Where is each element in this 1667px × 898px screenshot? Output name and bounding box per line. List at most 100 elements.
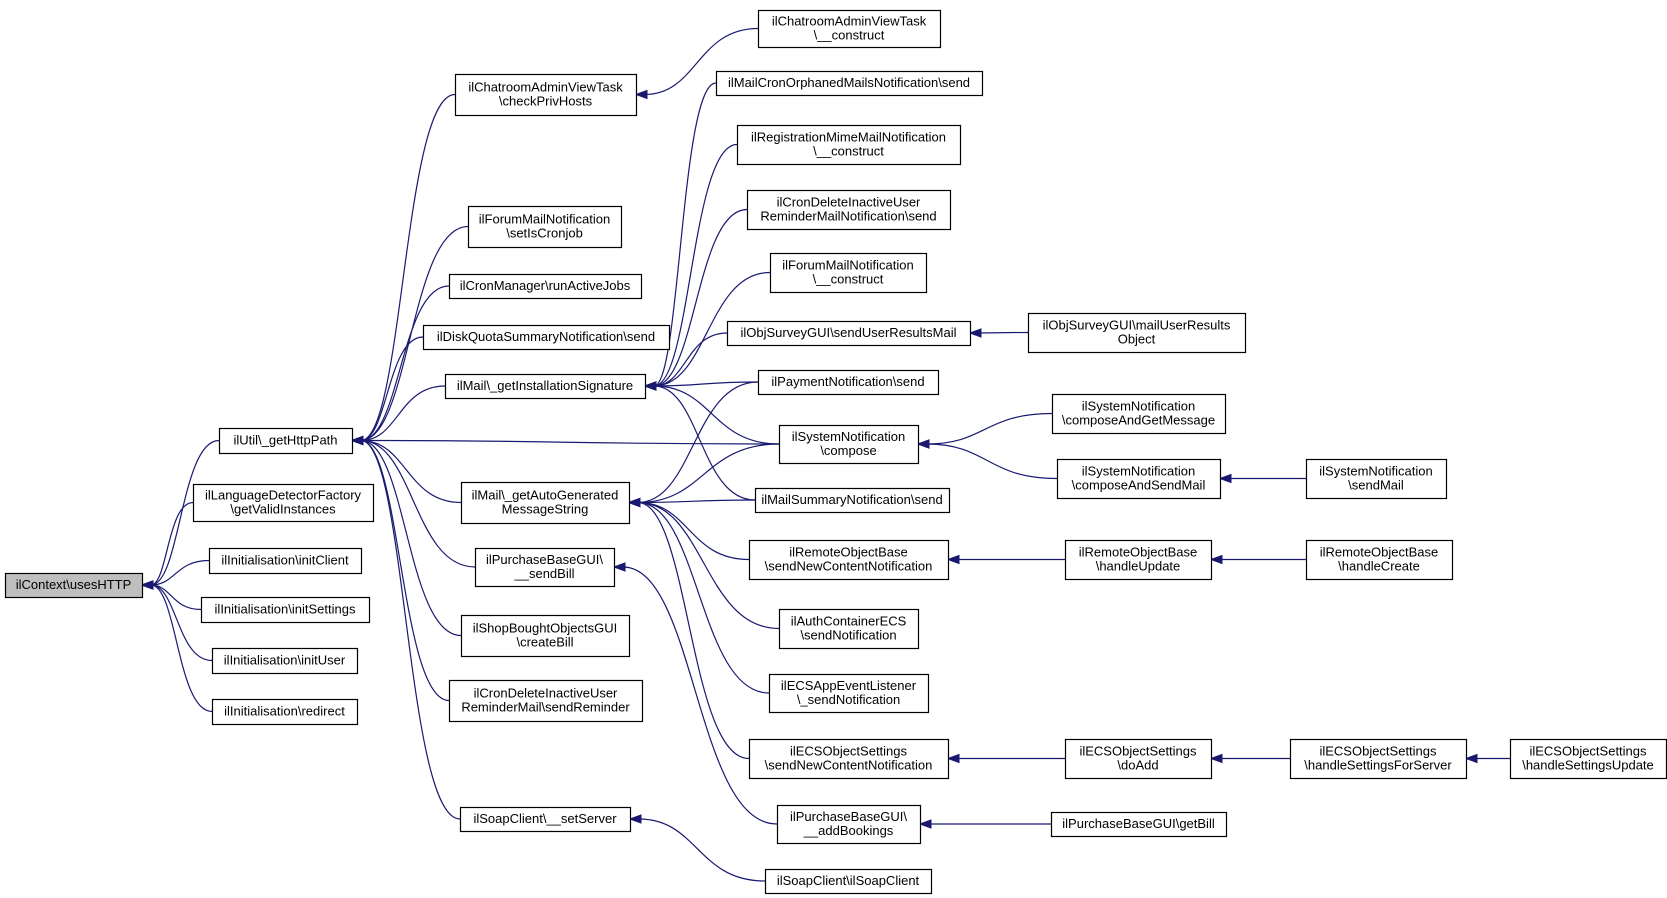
node-box [200,596,371,624]
node-handleCreate[interactable]: ilRemoteObjectBase\handleCreate [1305,539,1454,581]
node-handleUpdate[interactable]: ilRemoteObjectBase\handleUpdate [1064,539,1213,581]
arrowhead-composeAndSend-to-sysCompose [916,439,930,449]
node-composeAndGet[interactable]: ilSystemNotification\composeAndGetMessag… [1051,393,1227,435]
node-label: \checkPrivHosts [499,94,593,109]
node-label: ilForumMailNotification [782,258,913,273]
node-label: ilInitialisation\redirect [224,704,345,719]
node-cronMgr[interactable]: ilCronManager\runActiveJobs [448,273,643,300]
node-sendBill[interactable]: ilPurchaseBaseGUI\__sendBill [474,547,616,588]
edge-langDetector-to-root [150,501,194,586]
edge-mailUserResults-to-surveySend [978,331,1029,334]
node-box [736,124,962,166]
node-installSig[interactable]: ilMail\_getInstallationSignature [444,373,647,400]
node-box [757,9,942,49]
node-initClient[interactable]: ilInitialisation\initClient [208,547,363,575]
node-initUser[interactable]: ilInitialisation\initUser [211,647,359,675]
node-label: __sendBill [514,566,575,581]
edge-sendBill-to-getHttpPath [360,439,476,568]
node-label: ilLanguageDetectorFactory [205,488,362,503]
node-label: ilMailCronOrphanedMailsNotification\send [728,75,970,90]
node-setServer[interactable]: ilSoapClient\__setServer [459,806,632,833]
node-doAdd[interactable]: ilECSObjectSettings\doAdd [1064,738,1213,780]
edge-remoteSendNew-to-autoGen [637,501,750,561]
node-remoteSendNew[interactable]: ilRemoteObjectBase\sendNewContentNotific… [748,539,950,581]
node-label: ilCronDeleteInactiveUser [777,195,921,210]
node-label: \__construct [814,28,885,43]
node-composeAndSend[interactable]: ilSystemNotification\composeAndSendMail [1056,458,1222,500]
node-label: ilSystemNotification [792,429,905,444]
node-paymentSend[interactable]: ilPaymentNotification\send [757,369,940,396]
edge-checkPriv-to-getHttpPath [360,93,456,442]
node-createBill[interactable]: ilShopBoughtObjectsGUI\createBill [460,614,631,658]
node-addBookings[interactable]: ilPurchaseBaseGUI\__addBookings [776,804,922,845]
edge-sendReminder-to-getHttpPath [360,439,450,702]
node-ecsApp[interactable]: ilECSAppEventListener\_sendNotification [768,673,930,714]
node-label: \compose [820,443,876,458]
node-label: ilCronDeleteInactiveUser [474,686,618,701]
edge-cronDelete-to-installSig [653,208,748,387]
node-diskQuota[interactable]: ilDiskQuotaSummaryNotification\send [422,324,671,351]
edge-forumConstruct-to-installSig [653,271,771,387]
node-box [1509,738,1667,780]
node-box [754,487,951,514]
node-orphaned[interactable]: ilMailCronOrphanedMailsNotification\send [715,70,984,97]
node-sysSendMail[interactable]: ilSystemNotification\sendMail [1305,458,1448,500]
edge-orphaned-to-installSig [653,82,717,387]
edge-paymentSend-to-installSig [653,381,759,387]
node-label: MessageString [502,502,589,517]
node-surveySend[interactable]: ilObjSurveyGUI\sendUserResultsMail [726,320,972,347]
node-box [467,205,623,249]
node-label: \handleUpdate [1096,559,1181,574]
node-label: ilInitialisation\initSettings [215,602,356,617]
node-getBill[interactable]: ilPurchaseBaseGUI\getBill [1050,811,1228,838]
node-regMime[interactable]: ilRegistrationMimeMailNotification\__con… [736,124,962,166]
node-label: ilSystemNotification [1082,464,1195,479]
node-label: ilRemoteObjectBase [789,545,908,560]
node-box [746,189,952,231]
node-label: ilPurchaseBaseGUI\ [790,809,907,824]
node-authECS[interactable]: ilAuthContainerECS\sendNotification [778,608,920,650]
node-label: ilPurchaseBaseGUI\getBill [1062,816,1215,831]
edge-diskQuota-to-getHttpPath [360,336,424,442]
node-box [211,698,359,726]
arrowhead-doAdd-to-ecsObjSend [946,753,960,764]
node-redirect[interactable]: ilInitialisation\redirect [211,698,359,726]
node-box [474,547,616,588]
node-getHttpPath[interactable]: ilUtil\_getHttpPath [218,427,354,455]
node-label: \__construct [813,272,884,287]
node-chatConstruct[interactable]: ilChatroomAdminViewTask\__construct [757,9,942,49]
node-cronDelete[interactable]: ilCronDeleteInactiveUserReminderMailNoti… [746,189,952,231]
node-label: ilMail\_getAutoGenerated [472,488,619,503]
node-root[interactable]: ilContext\usesHTTP [4,572,144,599]
node-box [1305,458,1448,500]
node-sysCompose[interactable]: ilSystemNotification\compose [778,424,920,465]
node-forumCron[interactable]: ilForumMailNotification\setIsCronjob [467,205,623,249]
node-mailSummary[interactable]: ilMailSummaryNotification\send [754,487,951,514]
node-ecsObjSend[interactable]: ilECSObjectSettings\sendNewContentNotifi… [748,738,950,780]
node-handleSettingsUpdate[interactable]: ilECSObjectSettings\handleSettingsUpdate [1509,738,1667,780]
node-box [448,679,644,723]
arrowhead-handleUpdate-to-remoteSendNew [946,554,960,565]
edge-paymentSend-to-autoGen [637,381,759,504]
node-box [764,868,933,895]
node-label: ilMailSummaryNotification\send [761,492,942,507]
edge-surveySend-to-installSig [653,332,728,387]
edge-ecsApp-to-autoGen [637,501,770,694]
edge-initUser-to-root [150,584,213,662]
edge-mailSummary-to-installSig [653,385,756,501]
node-box [218,427,354,455]
node-checkPriv[interactable]: ilChatroomAdminViewTask\checkPrivHosts [454,73,638,117]
node-soapClient[interactable]: ilSoapClient\ilSoapClient [764,868,933,895]
node-handleSettingsForServer[interactable]: ilECSObjectSettings\handleSettingsForSer… [1289,738,1468,780]
node-label: ilSystemNotification [1082,399,1195,414]
node-label: ilECSObjectSettings [1079,744,1197,759]
node-box [1027,312,1247,354]
node-forumConstruct[interactable]: ilForumMailNotification\__construct [769,252,928,294]
node-box [4,572,144,599]
node-initSettings[interactable]: ilInitialisation\initSettings [200,596,371,624]
call-graph-edges [140,27,1510,882]
node-langDetector[interactable]: ilLanguageDetectorFactory\getValidInstan… [192,483,375,523]
node-sendReminder[interactable]: ilCronDeleteInactiveUserReminderMail\sen… [448,679,644,723]
